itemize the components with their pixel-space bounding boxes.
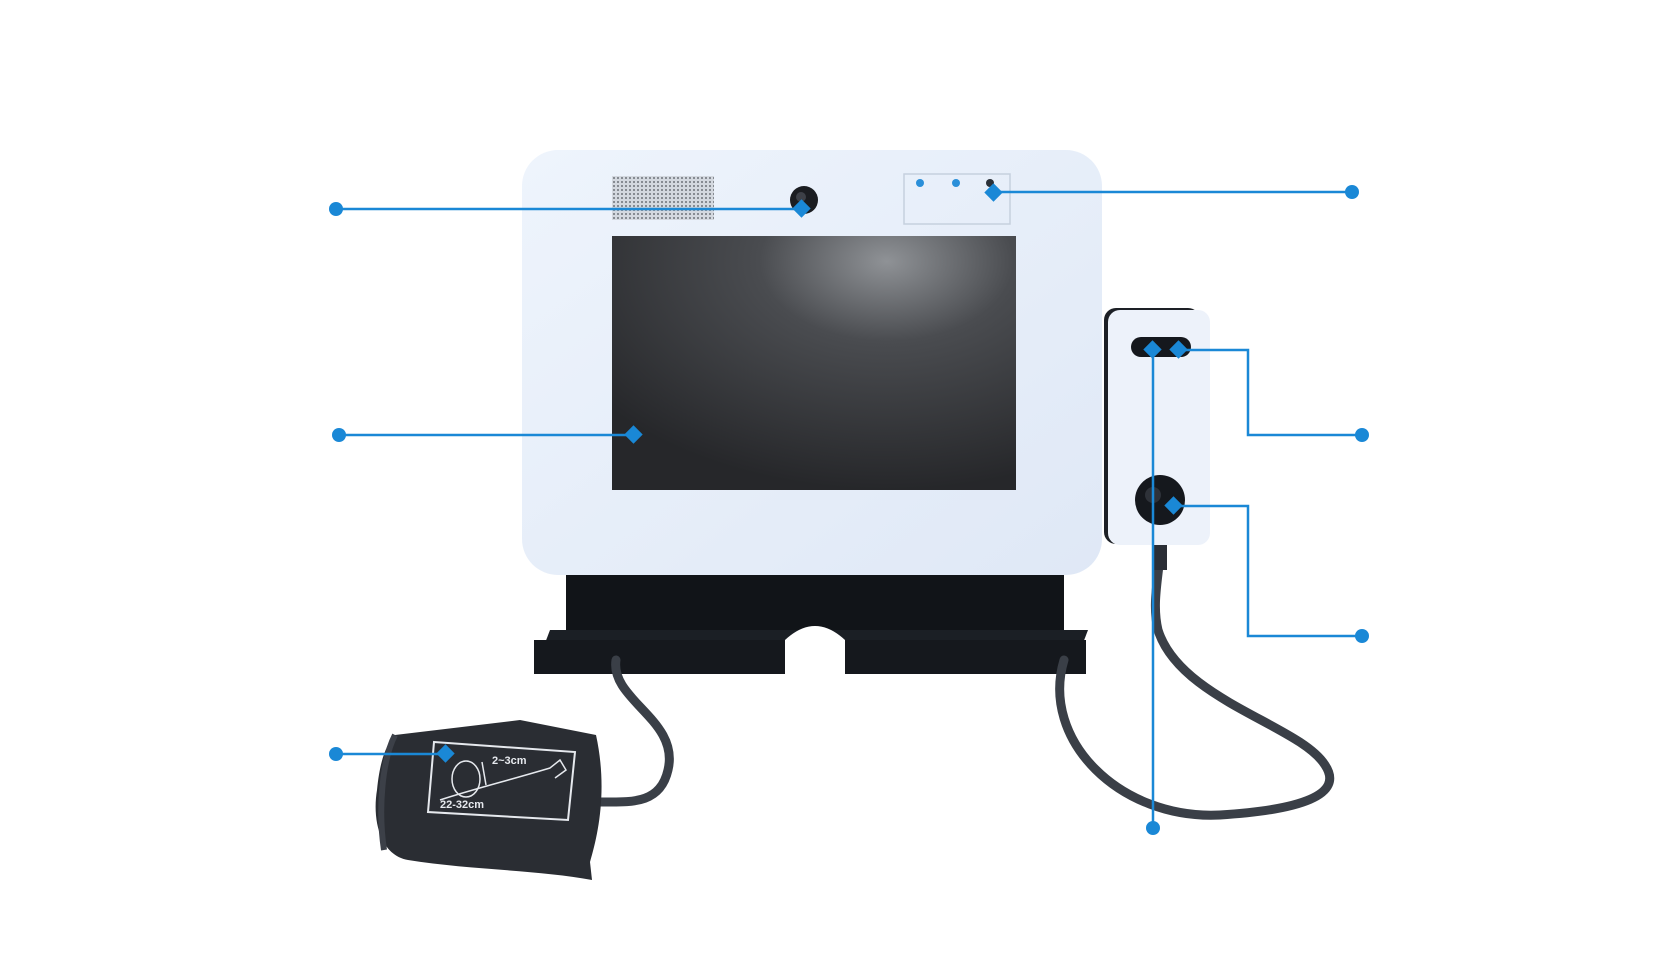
callout-dot bbox=[329, 747, 343, 761]
callout-dot bbox=[1146, 821, 1160, 835]
indicator-light bbox=[916, 179, 924, 187]
main-device bbox=[522, 150, 1102, 575]
callout-dot bbox=[1355, 629, 1369, 643]
callout-marker bbox=[436, 744, 455, 763]
display-screen bbox=[612, 236, 1016, 490]
callout-sensor-window bbox=[1169, 340, 1369, 442]
callout-marker bbox=[1143, 340, 1162, 359]
callouts bbox=[329, 183, 1369, 835]
callout-marker bbox=[1169, 340, 1188, 359]
speaker-grille bbox=[612, 176, 714, 220]
blood-pressure-cuff: 2~3cm 22-32cm bbox=[375, 720, 602, 880]
device-base bbox=[534, 573, 1088, 680]
indicator-light bbox=[952, 179, 960, 187]
cuff-range-label: 22-32cm bbox=[440, 799, 484, 811]
cuff-cable bbox=[595, 655, 674, 807]
callout-dot bbox=[1345, 185, 1359, 199]
callout-marker bbox=[984, 183, 1003, 202]
module-button bbox=[1135, 475, 1185, 525]
callout-screen bbox=[332, 425, 643, 444]
callout-dot bbox=[332, 428, 346, 442]
callout-module-sensor bbox=[1143, 340, 1162, 835]
callout-dot bbox=[329, 202, 343, 216]
callout-module-button bbox=[1164, 496, 1369, 643]
callout-marker bbox=[624, 425, 643, 444]
callout-dot bbox=[1355, 428, 1369, 442]
cables bbox=[595, 550, 1335, 820]
callout-marker bbox=[792, 199, 811, 218]
callout-marker bbox=[1164, 496, 1183, 515]
callout-cuff bbox=[329, 744, 455, 763]
callout-camera bbox=[329, 199, 811, 218]
cuff-band-label: 2~3cm bbox=[492, 755, 527, 767]
module-cable-right bbox=[1055, 550, 1335, 820]
callout-indicator-lights bbox=[984, 183, 1359, 202]
